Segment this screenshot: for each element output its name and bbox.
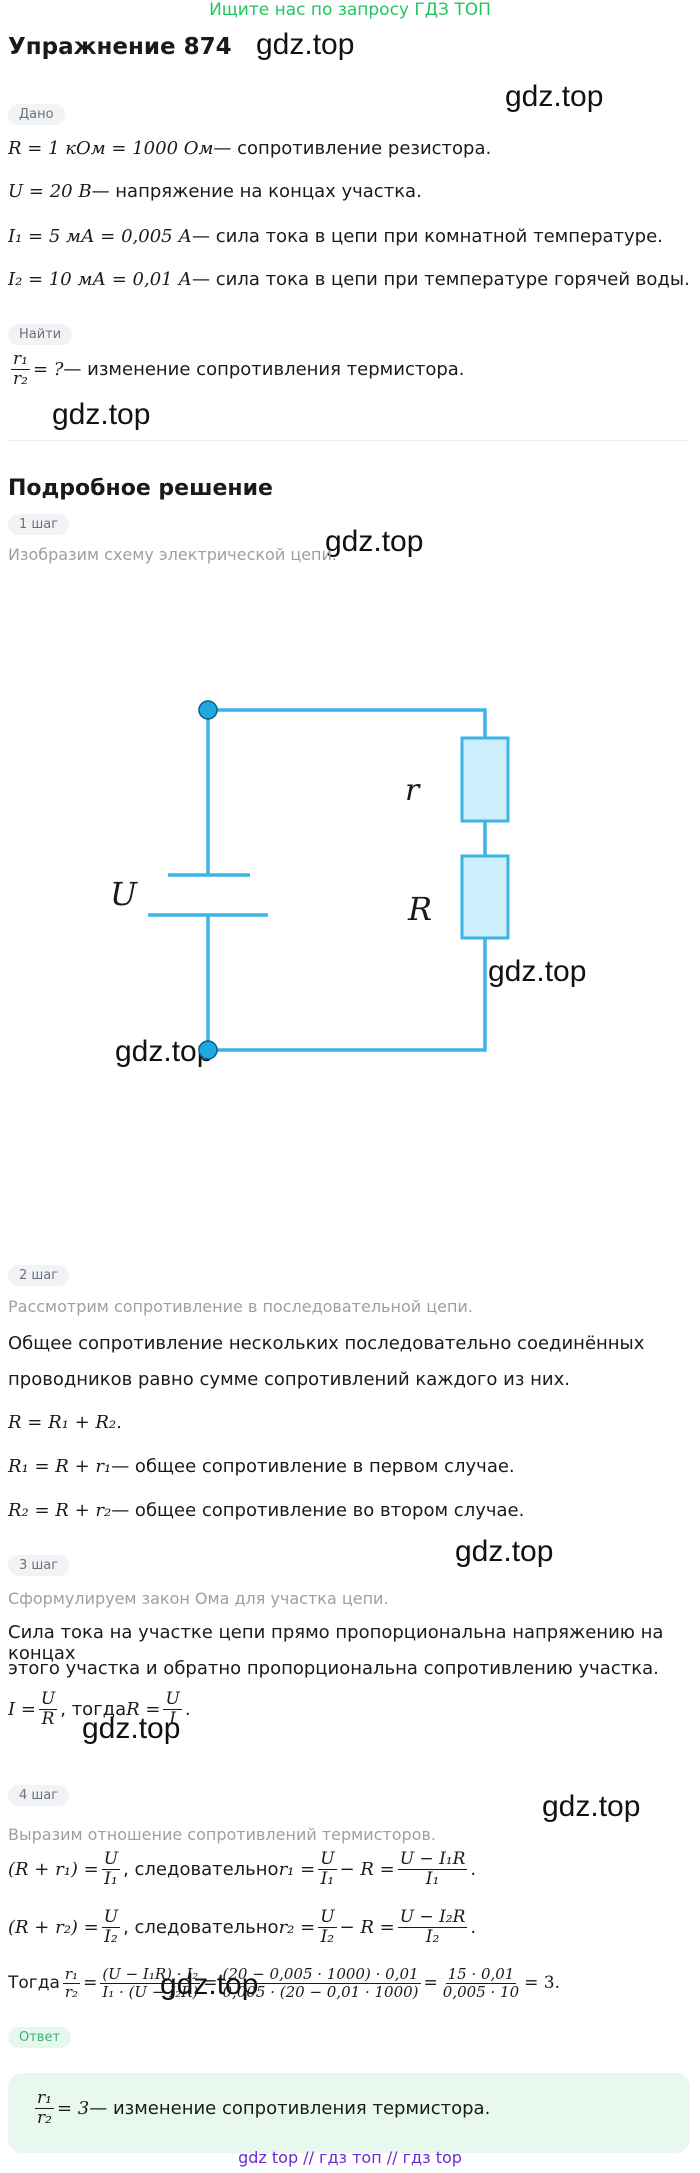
- watermark: gdz.top: [256, 28, 355, 61]
- find-badge: Найти: [8, 324, 73, 345]
- watermark: gdz.top: [455, 1535, 554, 1568]
- solution-title: Подробное решение: [8, 476, 273, 501]
- top-banner[interactable]: Ищите нас по запросу ГДЗ ТОП: [209, 0, 491, 20]
- paragraph: проводников равно сумме сопротивлений ка…: [8, 1369, 570, 1390]
- given-line: R = 1 кОм = 1000 Ом — сопротивление рези…: [8, 138, 492, 159]
- wire-top: [208, 708, 487, 738]
- footer-links[interactable]: gdz top // гдз топ // гдз top: [238, 2148, 462, 2167]
- wire-bottom: [208, 938, 487, 1052]
- step-badge: 2 шаг: [8, 1265, 70, 1286]
- paragraph: Сила тока на участке цепи прямо пропорци…: [8, 1622, 664, 1664]
- page-title: Упражнение 874: [8, 34, 232, 60]
- paragraph: Общее сопротивление нескольких последова…: [8, 1333, 645, 1354]
- watermark: gdz.top: [82, 1712, 181, 1745]
- label-U: U: [110, 875, 138, 913]
- step-caption: Рассмотрим сопротивление в последователь…: [8, 1297, 473, 1316]
- watermark: gdz.top: [542, 1790, 641, 1823]
- paragraph: этого участка и обратно пропорциональна …: [8, 1658, 659, 1679]
- terminal-top: [198, 700, 218, 720]
- divider: [8, 440, 688, 441]
- watermark: gdz.top: [505, 80, 604, 113]
- given-badge: Дано: [8, 104, 65, 125]
- formula: R₁ = R + r₁ — общее сопротивление в перв…: [8, 1456, 515, 1477]
- step-caption: Выразим отношение сопротивлений термисто…: [8, 1825, 436, 1844]
- label-R: R: [407, 890, 432, 928]
- given-line: I₂ = 10 мА = 0,01 А — сила тока в цепи п…: [8, 269, 690, 290]
- step-badge: 3 шаг: [8, 1555, 70, 1576]
- given-line: U = 20 В — напряжение на концах участка.: [8, 181, 422, 202]
- watermark: gdz.top: [488, 955, 587, 988]
- watermark: gdz.top: [325, 525, 424, 558]
- resistor-R: [460, 854, 510, 940]
- given-line: I₁ = 5 мА = 0,005 А — сила тока в цепи п…: [8, 226, 663, 247]
- formula: R₂ = R + r₂ — общее сопротивление во вто…: [8, 1500, 525, 1521]
- label-r: r: [405, 773, 421, 808]
- thermistor-r: [460, 736, 510, 823]
- circuit-diagram: r R U: [110, 700, 510, 1060]
- step-caption: Сформулируем закон Ома для участка цепи.: [8, 1589, 389, 1608]
- answer-badge: Ответ: [8, 2027, 72, 2048]
- terminal-bottom: [198, 1040, 218, 1060]
- watermark: gdz.top: [115, 1035, 214, 1068]
- formula: R = R₁ + R₂.: [8, 1412, 122, 1433]
- watermark: gdz.top: [52, 398, 151, 431]
- step-caption: Изобразим схему электрической цепи.: [8, 545, 337, 564]
- circuit-wires: [148, 708, 487, 1052]
- watermark: gdz.top: [160, 1968, 259, 2001]
- step-badge: 1 шаг: [8, 514, 70, 535]
- step-badge: 4 шаг: [8, 1785, 70, 1806]
